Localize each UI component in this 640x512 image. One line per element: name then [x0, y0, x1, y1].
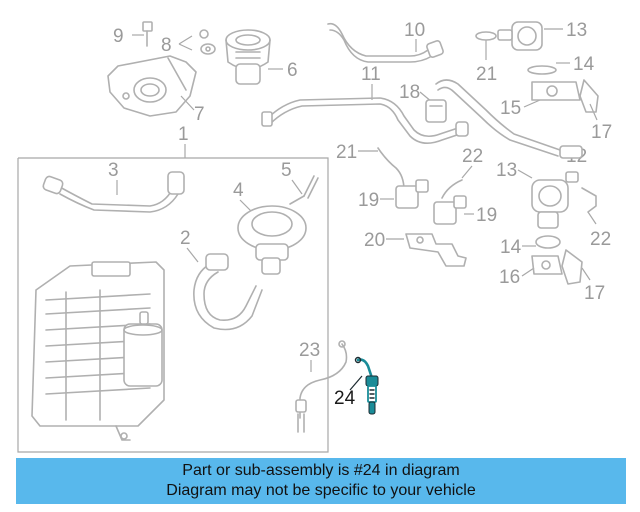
part-24-oxygen-sensor-highlighted[interactable]: [354, 356, 379, 415]
part-17-bracket-bottom: [561, 249, 583, 285]
callout-21-top: 21: [476, 64, 497, 85]
callout-2: 2: [180, 228, 191, 249]
part-9-bolt: [142, 21, 153, 47]
assembly-1-box: [17, 157, 329, 453]
callout-17-top: 17: [591, 122, 612, 143]
part-10-hose: [327, 22, 444, 63]
part-17-bracket-top: [579, 79, 599, 113]
callout-16: 16: [499, 267, 520, 288]
callout-5: 5: [281, 160, 292, 181]
caption-banner: Part or sub-assembly is #24 in diagram D…: [16, 458, 626, 504]
part-23-oxygen-sensor: [295, 340, 348, 433]
caption-line-1: Part or sub-assembly is #24 in diagram: [182, 462, 460, 479]
part-13-valve-top: [497, 21, 543, 51]
callout-17-bottom: 17: [584, 283, 605, 304]
part-5-stud: [303, 175, 319, 199]
part-12-pipe: [435, 79, 583, 159]
callout-7: 7: [194, 104, 205, 125]
part-22-sensor-lead: [441, 179, 463, 199]
callout-6: 6: [287, 60, 298, 81]
part-7-bracket: [107, 55, 197, 117]
part-11-pipe: [261, 97, 469, 144]
callout-14-mid: 14: [500, 237, 522, 258]
part-19-sensor-left: [395, 179, 429, 209]
callout-13-mid: 13: [496, 160, 517, 181]
part-22-lead-right: [581, 187, 597, 213]
part-21-gasket-top: [475, 31, 497, 41]
callout-22-mid: 22: [462, 146, 483, 167]
callout-13-top: 13: [566, 20, 587, 41]
part-20-bracket: [405, 233, 467, 267]
part-16-flange: [531, 255, 563, 275]
callout-11: 11: [361, 64, 381, 85]
callout-8: 8: [161, 35, 172, 56]
callout-23: 23: [299, 340, 320, 361]
callout-4: 4: [233, 180, 244, 201]
leader-lines: [116, 28, 598, 391]
part-2-hose: [193, 253, 263, 331]
callout-15: 15: [500, 98, 521, 119]
part-15-flange: [531, 81, 581, 101]
callout-24: 24: [334, 388, 356, 409]
part-13-valve-mid: [531, 171, 579, 229]
callout-18: 18: [399, 82, 420, 103]
part-6-air-pump: [225, 29, 271, 85]
part-21-sensor-lead: [377, 147, 405, 191]
part-3-hose: [42, 171, 185, 213]
callout-10: 10: [404, 20, 425, 41]
callout-20: 20: [364, 230, 385, 251]
part-19-sensor-right: [433, 195, 467, 225]
part-4-purge-valve: [237, 195, 307, 275]
callout-19-right: 19: [476, 205, 497, 226]
parts-diagram: 9 8 6 7 10 11 18 13 21 14 15 17 1 3 5 4 …: [17, 20, 612, 453]
callout-21-mid: 21: [336, 142, 357, 163]
part-18-sensor: [425, 99, 447, 123]
callout-9: 9: [113, 26, 124, 47]
part-8-grommets: [199, 29, 216, 55]
part-14-gasket-top: [527, 65, 557, 75]
callout-22-right: 22: [590, 229, 611, 250]
callout-1: 1: [178, 124, 189, 145]
callout-3: 3: [108, 160, 119, 181]
part-14-gasket-mid: [535, 235, 561, 249]
callout-19-left: 19: [358, 190, 379, 211]
callout-14-top: 14: [573, 54, 595, 75]
canister-assembly: [31, 261, 165, 441]
caption-line-2: Diagram may not be specific to your vehi…: [166, 482, 476, 499]
